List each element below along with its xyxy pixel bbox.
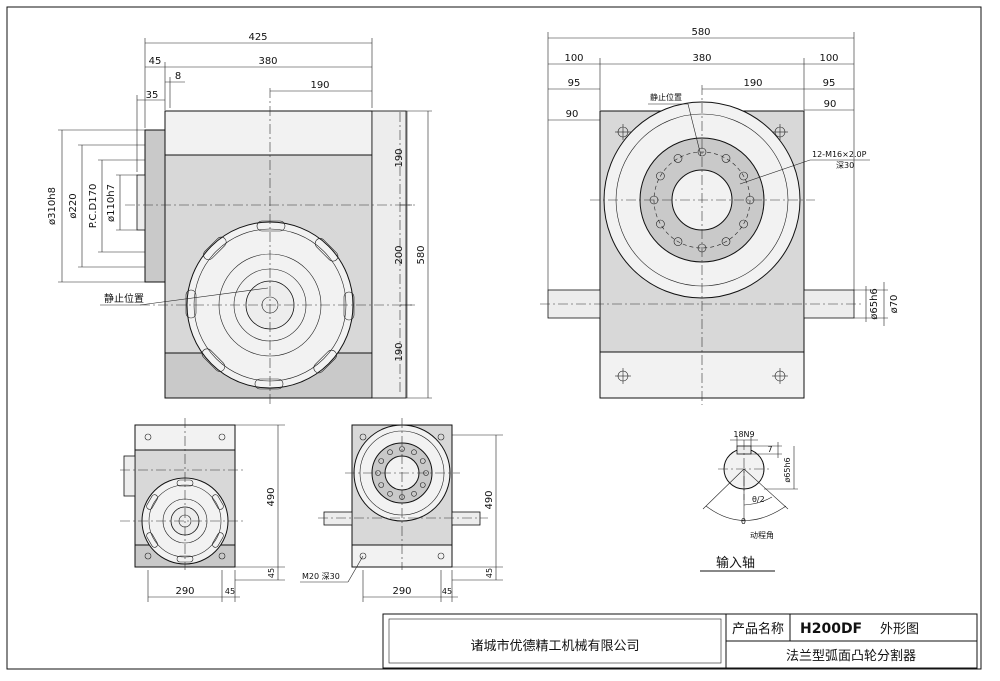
small-view-side: 490 45 290 45 M20 深30 [300,418,503,602]
dim-310: ø310h8 [47,187,58,225]
callout-bolt-depth: 深30 [836,161,854,170]
dim-35: 35 [146,90,159,101]
dim-190-top: 190 [310,80,329,91]
dim-290-right: 290 [392,586,411,597]
dim-45-left-h: 45 [225,587,235,596]
dim-45-right-h: 45 [442,587,452,596]
dim-key-depth: 7 [767,445,772,454]
dim-45-left-v: 45 [267,568,276,578]
dim-580-side: 580 [691,27,710,38]
side-mount-holes [615,124,788,384]
dim-580-front: 580 [416,245,427,264]
front-flange [144,129,166,283]
side-shaft-left [547,289,601,319]
side-bolt-holes [649,147,755,253]
dim-95-right: 95 [823,78,836,89]
front-disk-slots [185,220,355,390]
caption-input-shaft: 输入轴 [716,555,755,571]
dim-190-a: 190 [394,148,405,167]
label-theta: θ [741,517,746,526]
label-stop-position-side: 静止位置 [650,92,682,102]
dim-290-left: 290 [175,586,194,597]
input-shaft-detail: 18N9 7 ø65h6 θ/2 θ 动程角 输入轴 [700,430,798,572]
dim-90-right: 90 [824,99,837,110]
dim-380-side: 380 [692,53,711,64]
dim-45-right-v: 45 [485,568,494,578]
dim-190-side: 190 [743,78,762,89]
dim-phi65-side: ø65h6 [869,288,880,320]
drawing-frame [6,6,982,670]
dim-pcd170: P.C.D170 [88,184,99,229]
dim-110: ø110h7 [106,184,117,222]
dim-200: 200 [394,245,405,264]
callout-bolt-size: 12-M16×2.0P [812,150,867,159]
front-view: 425 45 380 8 35 190 ø310h8 ø220 P.C.D170… [47,32,432,405]
label-stop-position-front: 静止位置 [104,292,144,305]
dim-100-right: 100 [819,53,838,64]
label-angle: 动程角 [750,530,774,540]
dim-45: 45 [149,56,162,67]
dim-490-right: 490 [484,490,495,509]
small-view-front: 490 45 290 45 [120,418,285,602]
title-company: 诸城市优德精工机械有限公司 [470,638,639,654]
dim-490-left: 490 [266,487,277,506]
dim-100-left: 100 [564,53,583,64]
dim-8: 8 [175,71,181,82]
dim-shaft-dia: ø65h6 [783,457,792,482]
dim-key-18n9: 18N9 [733,430,754,439]
dim-190-b: 190 [394,342,405,361]
side-view: 580 100 380 100 95 190 95 90 90 ø65h6 ø7… [540,27,900,405]
dim-425: 425 [248,32,267,43]
dim-90-left: 90 [566,109,579,120]
title-model: H200DF [800,621,862,637]
callout-m20: M20 深30 [302,572,340,581]
label-half-angle: θ/2 [752,495,765,504]
dim-380: 380 [258,56,277,67]
title-drawing-type: 外形图 [880,622,919,637]
title-product-label: 产品名称 [732,621,784,637]
title-block: 诸城市优德精工机械有限公司 产品名称 H200DF 外形图 法兰型弧面凸轮分割器 [382,613,978,669]
dim-220: ø220 [68,193,79,218]
title-product-name: 法兰型弧面凸轮分割器 [786,648,916,664]
dim-95-left: 95 [568,78,581,89]
dim-phi70: ø70 [889,295,900,314]
